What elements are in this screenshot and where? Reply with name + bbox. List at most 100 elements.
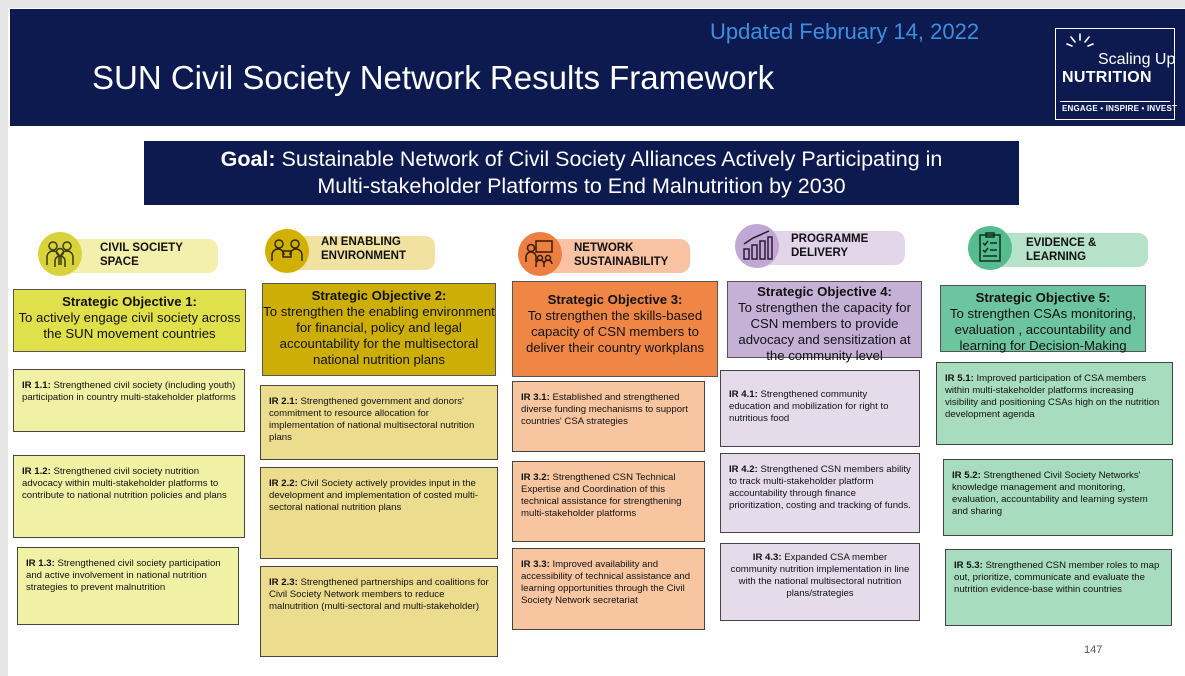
ir-4-3: IR 4.3: Expanded CSA member community nu… xyxy=(720,543,920,621)
ir-code: IR 2.1: xyxy=(269,396,298,407)
ir-code: IR 4.3: xyxy=(752,552,782,563)
ir-code: IR 2.2: xyxy=(269,478,298,489)
column-header-band xyxy=(58,239,218,273)
logo-text-nutrition: NUTRITION xyxy=(1062,69,1152,86)
ir-5-2: IR 5.2: Strengthened Civil Society Netwo… xyxy=(943,459,1173,536)
ir-text: Strengthened Civil Society Networks' kno… xyxy=(952,470,1148,517)
ir-text: Strengthened civil society participation… xyxy=(26,558,221,593)
header-line: EVIDENCE & xyxy=(1026,237,1097,249)
header-line: NETWORK xyxy=(574,242,634,254)
ir-text: Strengthened civil society nutrition adv… xyxy=(22,466,227,501)
header-line: LEARNING xyxy=(1026,251,1087,263)
ir-2-3: IR 2.3: Strengthened partnerships and co… xyxy=(260,566,498,657)
ir-text: Strengthened CSN members ability to trac… xyxy=(729,464,911,511)
ir-4-1: IR 4.1: Strengthened community education… xyxy=(720,370,920,447)
logo-tagline: ENGAGE • INSPIRE • INVEST xyxy=(1062,104,1178,113)
ir-code: IR 1.3: xyxy=(26,558,55,569)
column-header-enabling-environment: AN ENABLING ENVIRONMENT xyxy=(265,229,435,273)
so-title: Strategic Objective 4: xyxy=(757,284,892,299)
goal-text-1: Sustainable Network of Civil Society All… xyxy=(275,147,943,171)
ir-3-3: IR 3.3: Improved availability and access… xyxy=(512,548,705,630)
so-text: To strengthen CSAs monitoring, evaluatio… xyxy=(949,306,1137,353)
ir-3-2: IR 3.2: Strengthened CSN Technical Exper… xyxy=(512,461,705,542)
column-header-programme-delivery: PROGRAMME DELIVERY xyxy=(735,224,905,268)
ir-2-2: IR 2.2: Civil Society actively provides … xyxy=(260,467,498,559)
ir-text: Improved participation of CSA members wi… xyxy=(945,373,1160,420)
updated-date: Updated February 14, 2022 xyxy=(710,19,980,44)
ir-text: Strengthened partnerships and coalitions… xyxy=(269,577,489,612)
sun-rays-icon xyxy=(1066,33,1094,47)
goal-prefix: Goal: xyxy=(220,147,276,171)
header-line: SPACE xyxy=(100,256,139,268)
ir-code: IR 4.2: xyxy=(729,464,758,475)
column-header-band xyxy=(285,236,435,270)
so-text: To strengthen the skills-based capacity … xyxy=(525,308,705,355)
ir-text: Strengthened civil society (including yo… xyxy=(22,380,236,403)
column-header-band xyxy=(538,239,690,273)
logo-divider xyxy=(1060,101,1170,102)
ir-code: IR 3.1: xyxy=(521,392,550,403)
ir-text: Improved availability and accessibility … xyxy=(521,559,691,606)
ir-code: IR 1.1: xyxy=(22,380,51,391)
ir-5-3: IR 5.3: Strengthened CSN member roles to… xyxy=(945,549,1172,626)
so-title: Strategic Objective 3: xyxy=(547,292,683,307)
left-frame-edge xyxy=(0,0,8,676)
column-header-label: CIVIL SOCIETY SPACE xyxy=(100,241,183,269)
ir-code: IR 3.2: xyxy=(521,472,550,483)
strategic-objective-3: Strategic Objective 3: To strengthen the… xyxy=(512,281,718,377)
so-title: Strategic Objective 2: xyxy=(311,288,447,303)
goal-line-2: Multi-stakeholder Platforms to End Malnu… xyxy=(317,174,846,198)
page-title: SUN Civil Society Network Results Framew… xyxy=(92,59,775,96)
ir-code: IR 5.2: xyxy=(952,470,981,481)
top-frame-edge xyxy=(0,0,1185,8)
ir-1-1: IR 1.1: Strengthened civil society (incl… xyxy=(13,369,245,432)
ir-1-2: IR 1.2: Strengthened civil society nutri… xyxy=(13,455,245,538)
column-header-label: AN ENABLING ENVIRONMENT xyxy=(321,235,406,263)
header-line: ENVIRONMENT xyxy=(321,250,406,262)
ir-5-1: IR 5.1: Improved participation of CSA me… xyxy=(936,362,1173,445)
strategic-objective-4: Strategic Objective 4: To strengthen the… xyxy=(727,281,922,363)
column-header-label: NETWORK SUSTAINABILITY xyxy=(574,241,668,269)
meeting-icon xyxy=(265,229,309,273)
bar-chart-icon xyxy=(735,224,779,268)
header-line: PROGRAMME xyxy=(791,233,869,245)
logo-text-scaling-up: Scaling Up xyxy=(1098,51,1176,68)
header-line: SUSTAINABILITY xyxy=(574,256,669,268)
goal-line-1: Goal: Sustainable Network of Civil Socie… xyxy=(144,146,1019,173)
header-banner: Updated February 14, 2022 SUN Civil Soci… xyxy=(10,9,1185,126)
so-title: Strategic Objective 1: xyxy=(62,294,197,309)
ir-code: IR 3.3: xyxy=(521,559,550,570)
ir-text: Established and strengthened diverse fun… xyxy=(521,392,688,427)
strategic-objective-5: Strategic Objective 5: To strengthen CSA… xyxy=(940,285,1146,353)
so-title: Strategic Objective 5: xyxy=(975,290,1111,305)
ir-text: Strengthened government and donors' comm… xyxy=(269,396,475,443)
ir-text: Strengthened CSN member roles to map out… xyxy=(954,560,1160,595)
ir-code: IR 2.3: xyxy=(269,577,298,588)
ir-text: Expanded CSA member community nutrition … xyxy=(730,552,910,599)
goal-banner: Goal: Sustainable Network of Civil Socie… xyxy=(144,141,1019,205)
column-header-band xyxy=(988,233,1148,267)
header-line: CIVIL SOCIETY xyxy=(100,242,183,254)
ir-text: Strengthened community education and mob… xyxy=(729,389,889,424)
column-header-civil-society-space: CIVIL SOCIETY SPACE xyxy=(38,232,218,276)
ir-code: IR 5.1: xyxy=(945,373,974,384)
presentation-icon xyxy=(518,232,562,276)
so-text: To actively engage civil society across … xyxy=(18,310,241,341)
column-header-evidence-learning: EVIDENCE & LEARNING xyxy=(968,226,1148,270)
scaling-up-nutrition-logo: Scaling Up NUTRITION ENGAGE • INSPIRE • … xyxy=(1055,28,1178,120)
ir-2-1: IR 2.1: Strengthened government and dono… xyxy=(260,385,498,460)
page-number: 147 xyxy=(1084,644,1103,656)
strategic-objective-1: Strategic Objective 1: To actively engag… xyxy=(13,289,246,352)
column-header-label: PROGRAMME DELIVERY xyxy=(791,232,868,260)
people-group-icon xyxy=(38,232,82,276)
column-header-label: EVIDENCE & LEARNING xyxy=(1026,236,1096,264)
ir-3-1: IR 3.1: Established and strengthened div… xyxy=(512,381,705,452)
header-line: AN ENABLING xyxy=(321,236,401,248)
header-line: DELIVERY xyxy=(791,247,849,259)
ir-text: Strengthened CSN Technical Expertise and… xyxy=(521,472,682,519)
so-text: To strengthen the capacity for CSN membe… xyxy=(737,300,911,363)
so-text: To strengthen the enabling environment f… xyxy=(263,304,495,367)
ir-text: Civil Society actively provides input in… xyxy=(269,478,479,513)
column-header-band xyxy=(755,231,905,265)
strategic-objective-2: Strategic Objective 2: To strengthen the… xyxy=(262,283,496,376)
